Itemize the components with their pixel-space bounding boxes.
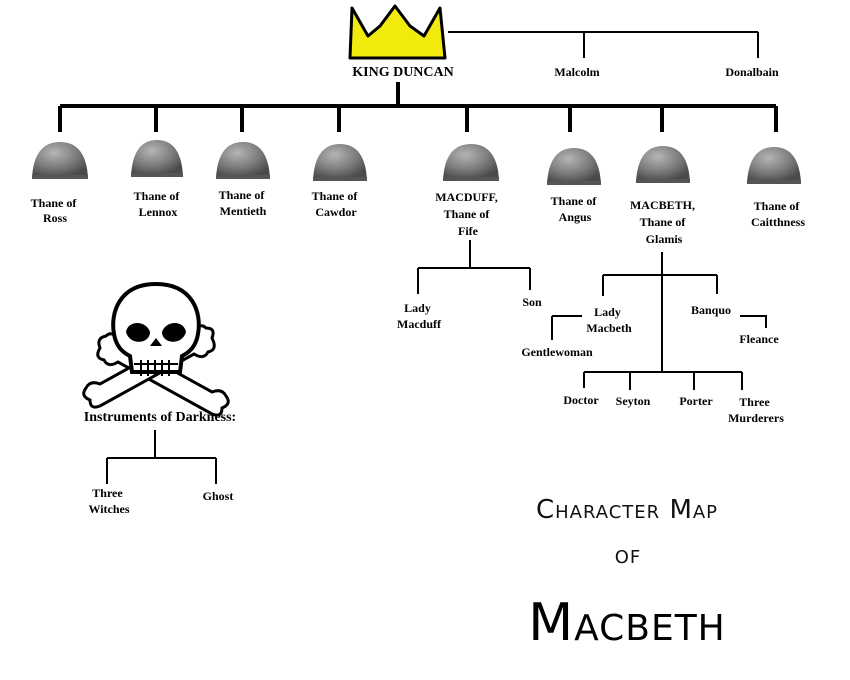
skull-crossbones-icon (82, 281, 230, 417)
doctor-label: Doctor (563, 393, 599, 407)
three-witches-label: Three Witches (88, 486, 129, 516)
helmet-icon (547, 148, 601, 185)
banquo-label: Banquo (691, 303, 731, 317)
king-sons-connector (448, 31, 759, 58)
thane-cawdor-label: Thane of Cawdor (312, 189, 361, 219)
title-line-of: of (615, 540, 642, 570)
son-label: Son (522, 295, 542, 309)
title-line-character-map: Character Map (536, 495, 718, 525)
thanes-connector (58, 82, 778, 132)
donalbain-label: Donalbain (725, 65, 779, 79)
thane-caithness-label: Thane of Caitthness (751, 199, 805, 229)
crown-icon (348, 4, 447, 60)
macduff-label: MACDUFF, Thane of Fife (435, 190, 501, 238)
thane-labels: Thane of Ross Thane of Lennox Thane of M… (31, 188, 806, 246)
page-title: Character Map of Macbeth (528, 495, 726, 653)
malcolm-label: Malcolm (554, 65, 599, 79)
thane-ross-label: Thane of Ross (31, 196, 80, 225)
lady-macduff-label: Lady Macduff (397, 301, 442, 331)
helmet-icon (313, 144, 367, 181)
title-line-macbeth: Macbeth (528, 593, 726, 653)
darkness-connector (106, 430, 217, 484)
instruments-of-darkness-heading: Instruments of Darkness: (84, 410, 236, 425)
macbeth-circle-connector (551, 252, 767, 390)
lady-macbeth-label: Lady Macbeth (586, 305, 632, 335)
gentlewoman-label: Gentlewoman (521, 345, 593, 359)
helmet-icon (131, 140, 183, 177)
seyton-label: Seyton (616, 394, 651, 408)
macduff-family-connector (417, 240, 531, 294)
helmet-icon (443, 144, 499, 181)
helmet-icon (636, 146, 690, 183)
helmet-icon (216, 142, 270, 179)
thane-helmets (32, 140, 801, 185)
thane-mentieth-label: Thane of Mentieth (219, 188, 268, 218)
ghost-label: Ghost (203, 489, 234, 503)
thane-angus-label: Thane of Angus (551, 194, 600, 224)
king-duncan-label: KING DUNCAN (352, 65, 454, 80)
thane-lennox-label: Thane of Lennox (134, 189, 183, 219)
helmet-icon (32, 142, 88, 179)
macbeth-label: MACBETH, Thane of Glamis (630, 198, 698, 246)
helmet-icon (747, 147, 801, 184)
porter-label: Porter (679, 394, 713, 408)
three-murderers-label: Three Murderers (728, 395, 784, 425)
fleance-label: Fleance (739, 332, 779, 346)
